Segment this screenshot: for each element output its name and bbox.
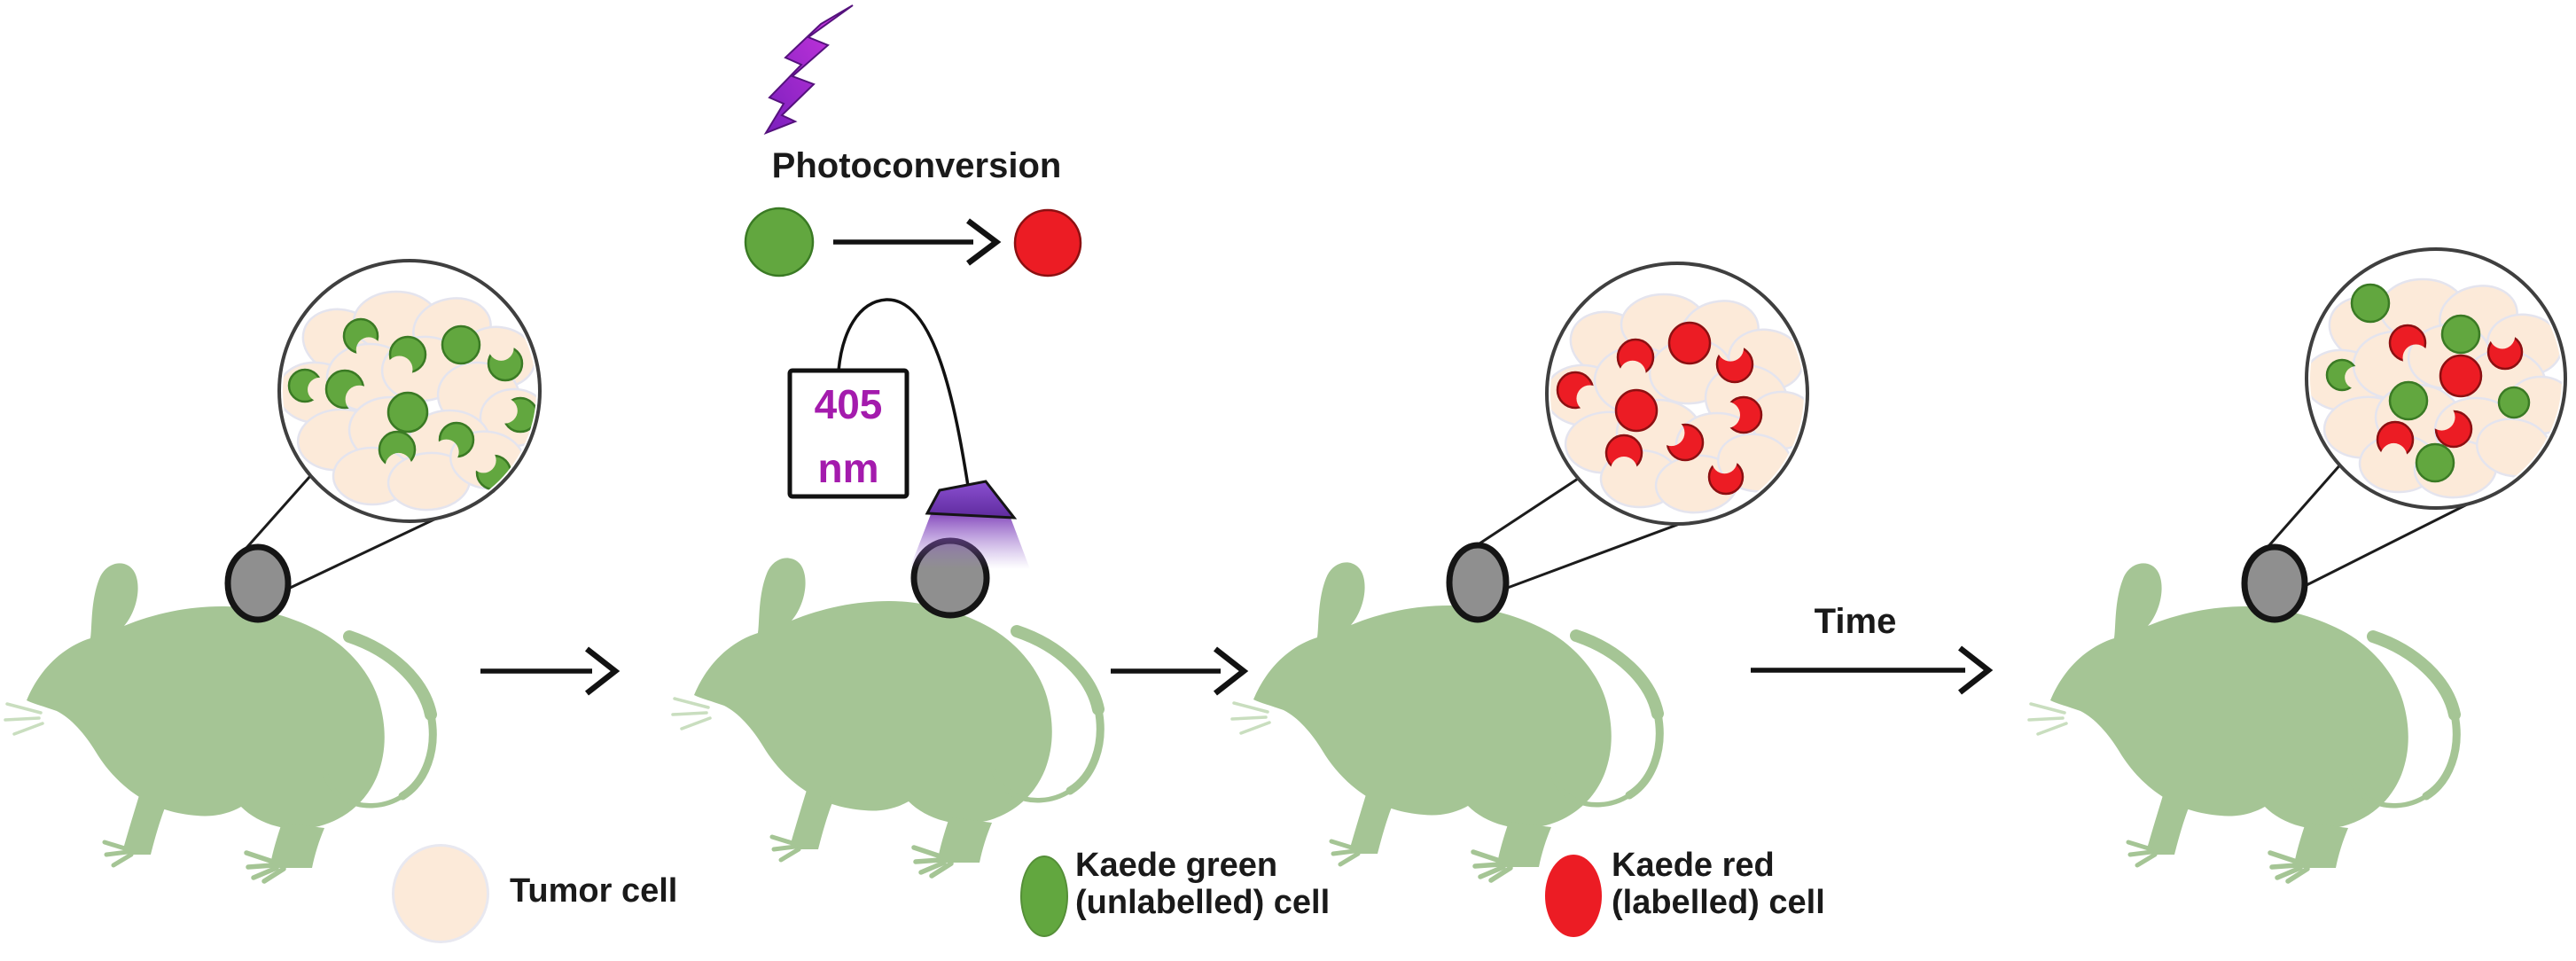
legend-tumor-cell-swatch	[392, 844, 489, 943]
mouse-unlabelled-tumor	[5, 563, 433, 881]
legend-kaede-red-swatch	[1545, 855, 1602, 937]
tumor-mass	[224, 543, 292, 623]
inset-ring	[1545, 262, 1809, 526]
light-beam	[909, 514, 1030, 569]
kaede-red-cell	[1614, 388, 1659, 433]
kaede-red-cell	[2388, 324, 2427, 363]
tumor-inset	[277, 259, 542, 523]
legend-kaede-green-label: Kaede green (unlabelled) cell	[1075, 847, 1330, 921]
inset-callout-line	[1464, 477, 1580, 554]
inset-callout-line	[238, 474, 312, 558]
lightning-bolt-icon	[763, 4, 854, 136]
tumor-inset	[1545, 262, 1809, 526]
stage-unlabelled-tumor	[5, 259, 542, 881]
kaede-green-cell	[2415, 442, 2455, 483]
stage-photoconversion-405nm	[673, 537, 1100, 876]
schematic-red-cell	[1013, 208, 1082, 277]
kaede-green-cell	[2350, 283, 2391, 324]
wavelength-405-label: 405	[814, 381, 883, 427]
legend-red-line1: Kaede red	[1612, 847, 1775, 884]
kaede-green-cell	[502, 396, 536, 434]
kaede-green-cell	[388, 335, 427, 374]
legend-green-line2: (unlabelled) cell	[1075, 884, 1331, 921]
tumor-inset	[2305, 247, 2567, 510]
kaede-green-cell	[2440, 314, 2481, 355]
stage-arrow-1	[480, 646, 621, 696]
kaede-green-cell	[2497, 386, 2531, 419]
kaede-red-cell	[1724, 395, 1763, 434]
kaede-red-cell	[1707, 458, 1745, 496]
stage-after-time-mixed-tumor	[2029, 247, 2567, 881]
photoconversion-label: Photoconversion	[771, 146, 1062, 185]
kaede-green-cell	[287, 368, 323, 403]
kaede-green-cell	[324, 369, 365, 410]
legend-kaede-red-label: Kaede red (labelled) cell	[1612, 847, 1825, 921]
time-arrow	[1751, 645, 1994, 695]
legend-green-line1: Kaede green	[1075, 847, 1278, 884]
stage-arrows	[480, 645, 1994, 696]
kaede-red-cell	[1556, 371, 1595, 410]
kaede-red-cell	[1666, 423, 1705, 462]
kaede-red-cell	[2434, 410, 2473, 449]
kaede-green-cell	[386, 391, 429, 434]
kaede-red-cell	[1667, 321, 1712, 365]
kaede-red-cell	[1604, 434, 1643, 473]
mouse-labelled-tumor	[1232, 562, 1659, 880]
inset-ring	[2305, 247, 2567, 510]
inset-ring	[277, 259, 542, 523]
kaede-red-cell	[2376, 420, 2415, 459]
mouse-photoconversion-405nm	[673, 558, 1100, 876]
kaede-green-cell	[378, 430, 417, 469]
mouse-after-time-mixed-tumor	[2029, 563, 2456, 881]
stage-arrow-2	[1111, 646, 1249, 696]
stage-labelled-tumor	[1232, 262, 1809, 880]
tumor-mass	[1446, 542, 1510, 623]
kaede-red-cell	[2439, 354, 2483, 398]
legend-kaede-green-swatch	[1020, 856, 1068, 937]
kaede-green-cell	[475, 454, 512, 491]
kaede-red-cell	[1616, 338, 1655, 377]
kaede-red-cell	[2486, 333, 2524, 371]
laser-cable	[837, 298, 970, 487]
kaede-green-cell	[441, 324, 481, 365]
inset-callout-line	[2261, 461, 2344, 554]
kaede-green-cell	[342, 317, 379, 355]
wavelength-nm-label: nm	[817, 445, 879, 491]
kaede-green-cell	[2388, 380, 2429, 421]
legend-red-line2: (labelled) cell	[1612, 884, 1825, 921]
laser-lamp-icon	[925, 480, 1018, 520]
legend-tumor-line1: Tumor cell	[510, 872, 678, 910]
photoconversion-arrow	[833, 218, 1002, 266]
time-label: Time	[1814, 602, 1897, 641]
schematic-green-cell	[744, 207, 815, 277]
stages-layer	[5, 247, 2567, 881]
kaede-red-cell	[1715, 345, 1754, 384]
photoconversion-apparatus	[744, 4, 1082, 569]
kaede-green-cell	[438, 421, 475, 458]
legend-tumor-cell-label: Tumor cell	[510, 872, 677, 910]
kaede-green-cell	[487, 345, 524, 382]
wavelength-box	[787, 368, 909, 499]
tumor-mass	[2241, 543, 2308, 623]
kaede-green-cell	[2325, 358, 2359, 392]
